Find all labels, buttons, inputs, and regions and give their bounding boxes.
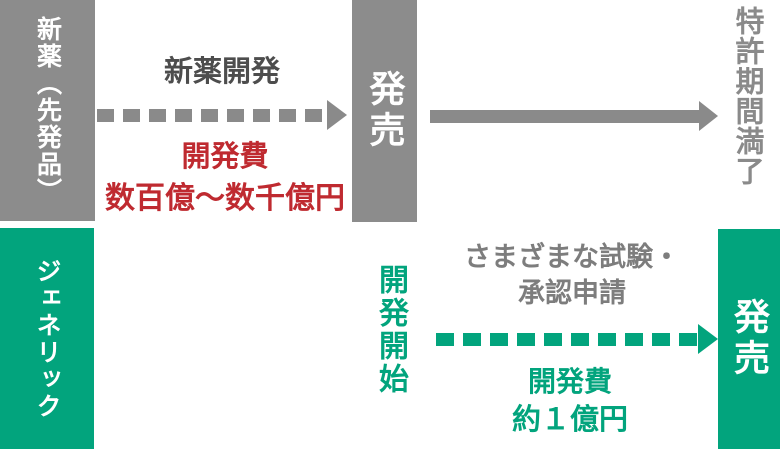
generic-cost-title: 開発費 xyxy=(527,366,612,397)
arrow-head-icon xyxy=(327,100,347,130)
brand-cost-label: 開発費 数百億～数千億円 xyxy=(83,137,367,219)
patent-period-arrow xyxy=(430,101,718,131)
brand-cost-title: 開発費 xyxy=(181,141,269,173)
dashed-arrow-shaft xyxy=(97,108,327,122)
generic-cost-label: 開発費 約１億円 xyxy=(430,362,710,440)
generic-process-label: さまざまな試験・ 承認申請 xyxy=(426,239,718,311)
patent-expiry-label: 特許期間満了 xyxy=(731,6,763,186)
arrow-head-icon xyxy=(698,324,718,354)
brand-dev-dashed-arrow xyxy=(97,100,347,130)
brand-cost-value: 数百億～数千億円 xyxy=(105,182,345,215)
brand-category-label: 新薬（先発品） xyxy=(33,16,62,205)
brand-dev-phase-label: 新薬開発 xyxy=(163,56,280,88)
generic-dev-dashed-arrow xyxy=(436,324,718,354)
brand-category-box: 新薬（先発品） xyxy=(0,0,95,221)
generic-category-box: ジェネリック xyxy=(0,228,94,449)
generic-category-label: ジェネリック xyxy=(33,257,61,420)
generic-launch-label: 発売 xyxy=(729,298,770,380)
generic-process-line2: 承認申請 xyxy=(518,278,626,308)
generic-launch-box: 発売 xyxy=(718,229,780,449)
arrow-head-icon xyxy=(699,101,718,131)
solid-arrow-shaft xyxy=(430,109,699,123)
dashed-arrow-shaft xyxy=(436,332,698,346)
brand-launch-label: 発売 xyxy=(364,70,406,152)
brand-launch-box: 発売 xyxy=(352,0,417,222)
generic-process-line1: さまざまな試験・ xyxy=(464,242,680,272)
generic-cost-value: 約１億円 xyxy=(511,404,628,436)
generic-dev-start-label: 開発開始 xyxy=(374,264,407,396)
